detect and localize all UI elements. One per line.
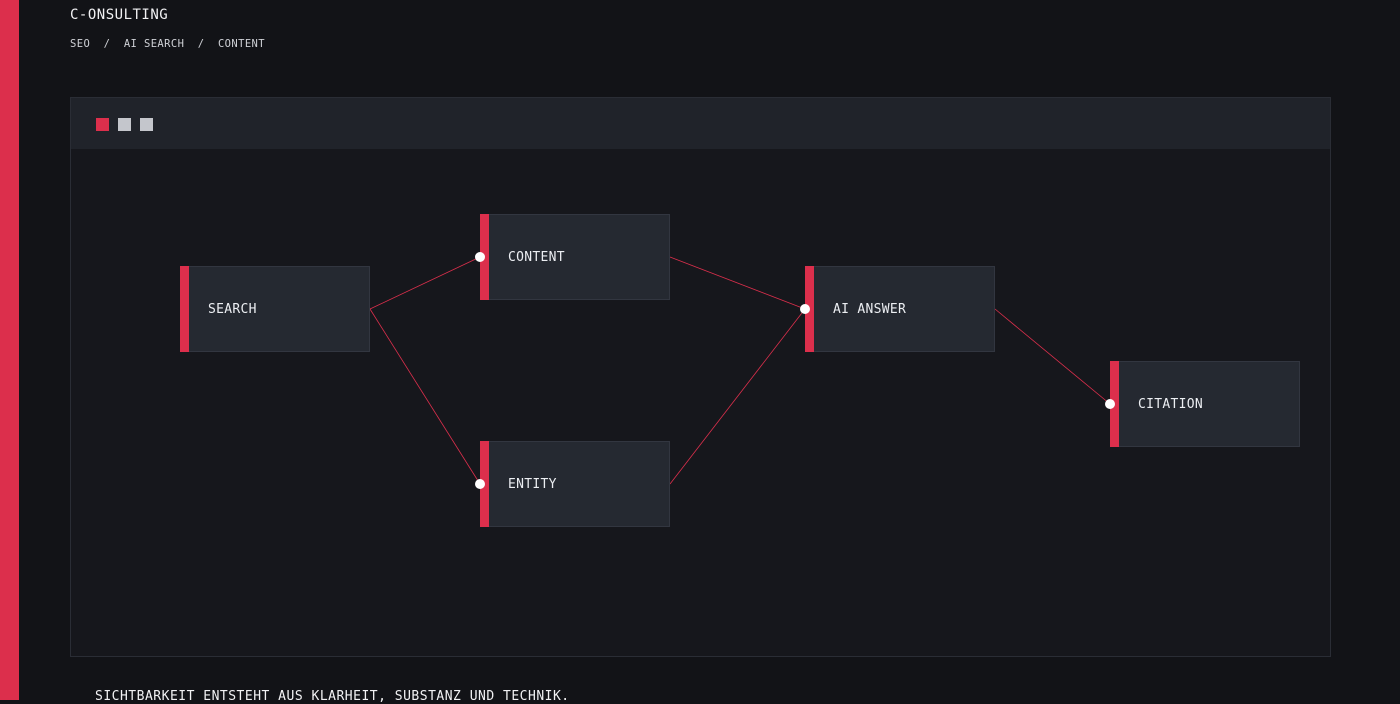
node-label: AI ANSWER <box>833 301 907 317</box>
port-entity-in <box>475 479 485 489</box>
edge-search-content <box>369 256 481 310</box>
node-label: CITATION <box>1138 396 1204 412</box>
port-content-in <box>475 252 485 262</box>
breadcrumb-item-seo[interactable]: SEO <box>70 38 91 50</box>
node-label: CONTENT <box>508 249 565 265</box>
panel-titlebar <box>71 98 1330 149</box>
node-label: ENTITY <box>508 476 557 492</box>
node-accent-edge <box>180 266 189 352</box>
node-citation[interactable]: CITATION <box>1110 361 1300 447</box>
brand-logo[interactable]: C-ONSULTING <box>70 7 169 23</box>
left-accent-bar <box>0 0 19 700</box>
edge-content-ai-answer <box>669 256 806 310</box>
window-dot-grey <box>118 118 131 131</box>
port-citation-in <box>1105 399 1115 409</box>
window-dot-red <box>96 118 109 131</box>
edge-entity-ai-answer <box>669 308 806 485</box>
breadcrumb-separator: / <box>103 38 111 50</box>
breadcrumb: SEO / AI SEARCH / CONTENT <box>70 38 265 50</box>
breadcrumb-item-ai-search[interactable]: AI SEARCH <box>123 38 185 50</box>
edge-search-entity <box>369 308 481 485</box>
node-search[interactable]: SEARCH <box>180 266 370 352</box>
node-label: SEARCH <box>208 301 257 317</box>
breadcrumb-item-content: CONTENT <box>217 38 266 50</box>
node-ai-answer[interactable]: AI ANSWER <box>805 266 995 352</box>
port-ai-answer-in <box>800 304 810 314</box>
footer-tagline: SICHTBARKEIT ENTSTEHT AUS KLARHEIT, SUBS… <box>95 689 570 704</box>
edge-ai-answer-citation <box>994 308 1111 405</box>
window-dot-grey <box>140 118 153 131</box>
breadcrumb-separator: / <box>197 38 205 50</box>
